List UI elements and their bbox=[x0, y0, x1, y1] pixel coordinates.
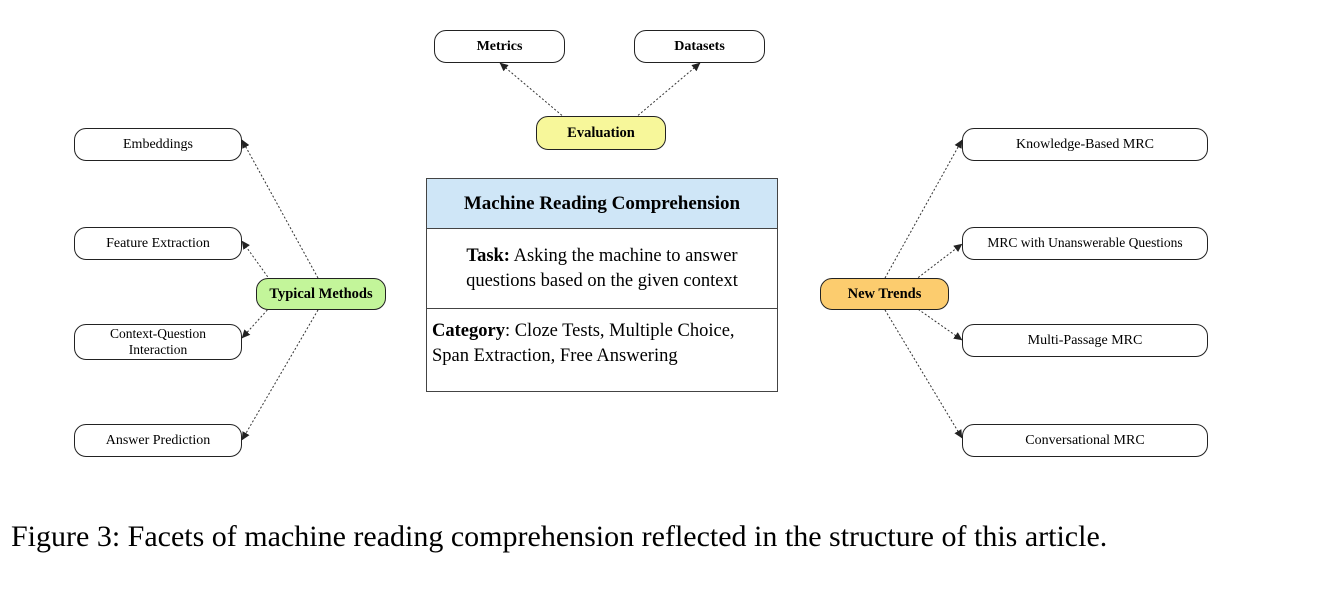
central-title: Machine Reading Comprehension bbox=[427, 179, 777, 229]
node-mrc-unanswerable: MRC with Unanswerable Questions bbox=[962, 227, 1208, 260]
edge-trends-conversational bbox=[884, 309, 963, 439]
edge-trends-knowledge bbox=[884, 139, 963, 279]
edge-methods-answer-prediction bbox=[241, 309, 319, 441]
node-multi-passage-mrc: Multi-Passage MRC bbox=[962, 324, 1208, 357]
figure-caption: Figure 3: Facets of machine reading comp… bbox=[11, 520, 1108, 553]
edge-trends-multipassage bbox=[914, 306, 963, 341]
category-label: Category bbox=[432, 321, 505, 341]
node-answer-prediction: Answer Prediction bbox=[74, 424, 242, 457]
node-evaluation: Evaluation bbox=[536, 116, 666, 150]
edge-methods-context-question bbox=[241, 306, 271, 339]
node-context-question-interaction: Context-Question Interaction bbox=[74, 324, 242, 360]
central-category: Category: Cloze Tests, Multiple Choice, … bbox=[427, 309, 777, 369]
node-knowledge-based-mrc: Knowledge-Based MRC bbox=[962, 128, 1208, 161]
node-datasets: Datasets bbox=[634, 30, 765, 63]
node-embeddings: Embeddings bbox=[74, 128, 242, 161]
edge-evaluation-datasets bbox=[634, 62, 701, 119]
category-text: : Cloze Tests, Multiple Choice, Span Ext… bbox=[432, 321, 735, 366]
node-metrics: Metrics bbox=[434, 30, 565, 63]
central-task: Task: Asking the machine to answer quest… bbox=[427, 229, 777, 309]
edge-evaluation-metrics bbox=[499, 62, 566, 119]
node-feature-extraction: Feature Extraction bbox=[74, 227, 242, 260]
edge-trends-unanswerable bbox=[914, 243, 963, 281]
edge-methods-feature-extraction bbox=[241, 240, 271, 281]
task-text: Asking the machine to answer questions b… bbox=[466, 245, 738, 291]
central-box: Machine Reading Comprehension Task: Aski… bbox=[426, 178, 778, 392]
node-conversational-mrc: Conversational MRC bbox=[962, 424, 1208, 457]
node-new-trends: New Trends bbox=[820, 278, 949, 310]
node-typical-methods: Typical Methods bbox=[256, 278, 386, 310]
task-label: Task: bbox=[466, 245, 510, 266]
